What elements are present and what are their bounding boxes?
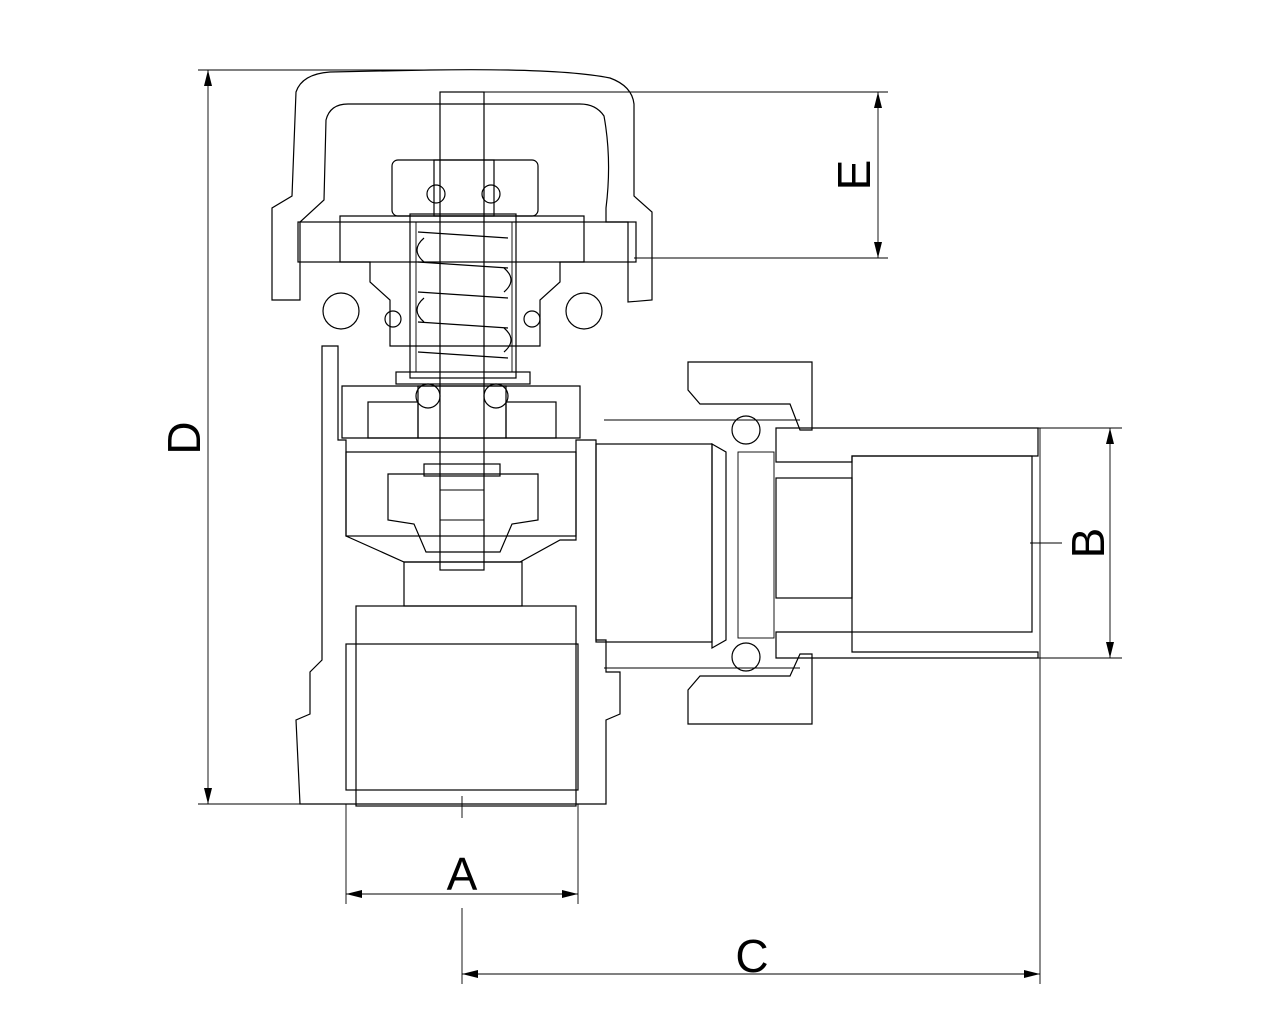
union-nut [687, 361, 813, 725]
cap-head [271, 69, 653, 303]
dimension-label-c: C [735, 930, 768, 982]
dimension-label-d: D [158, 421, 210, 454]
spring [415, 221, 513, 373]
seal-disc [387, 463, 539, 553]
dimension-label-b: B [1062, 528, 1114, 559]
valve-body [295, 345, 621, 807]
bonnet [297, 159, 637, 379]
dimension-label-e: E [828, 160, 880, 191]
dimension-label-a: A [447, 848, 478, 900]
dimension-lines [198, 69, 1122, 984]
tailpiece [595, 419, 1039, 669]
stem [395, 91, 531, 571]
